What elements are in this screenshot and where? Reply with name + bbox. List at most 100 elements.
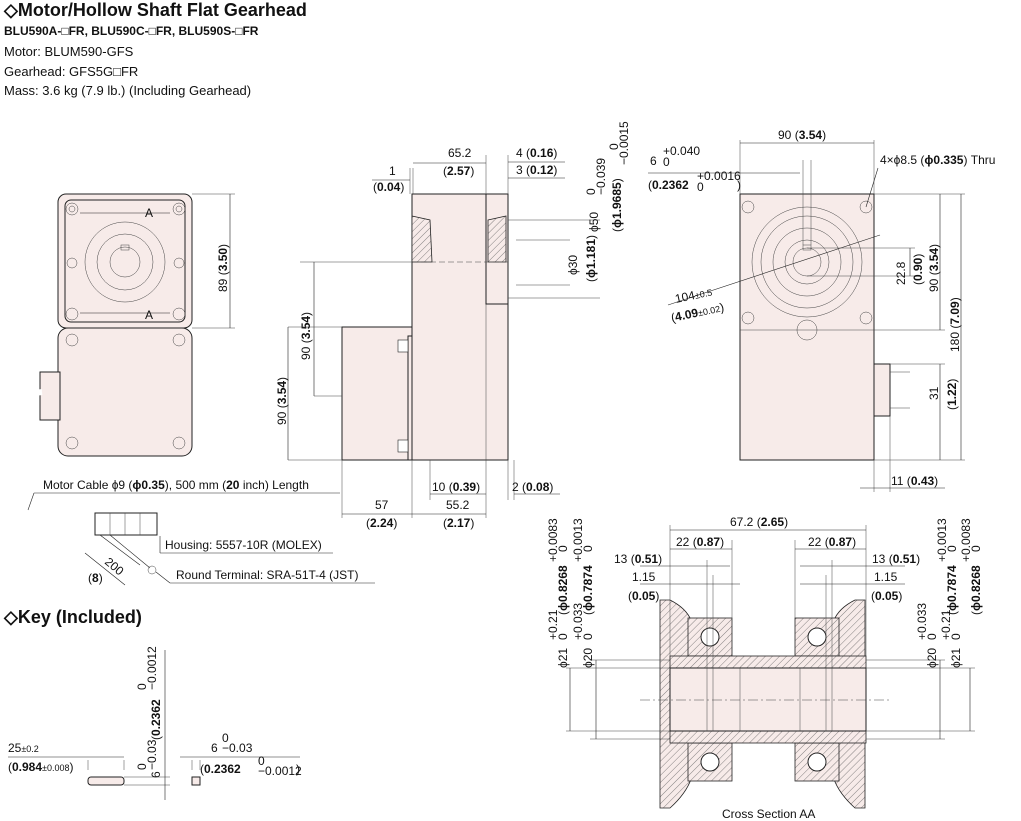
svg-text:0: 0 [697, 180, 704, 194]
key-drawing: 25±0.2 (0.984±0.008) 6 0 −0.03 (0.2362 0… [8, 646, 302, 800]
svg-text:57: 57 [375, 498, 389, 512]
side-view: 65.2 (2.57) 1 (0.04) 4 (0.16) 3 (0.12) ϕ… [27, 121, 631, 584]
svg-text:22 (0.87): 22 (0.87) [808, 535, 856, 549]
svg-text:(0.05): (0.05) [871, 589, 902, 603]
svg-text:0: 0 [222, 731, 229, 745]
svg-text:(ϕ0.7874: (ϕ0.7874 [581, 565, 595, 615]
svg-text:(2.17): (2.17) [443, 516, 474, 530]
svg-text:(2.57): (2.57) [443, 164, 474, 178]
dim-65-2: 65.2 [448, 146, 472, 160]
gearhead-spec: Gearhead: GFS5G□FR [4, 64, 139, 79]
phi50-dim: ϕ50 [587, 212, 601, 232]
svg-text:25±0.2: 25±0.2 [8, 741, 39, 755]
svg-text:90 (3.54): 90 (3.54) [275, 377, 289, 425]
svg-text:ϕ20: ϕ20 [581, 648, 595, 668]
svg-text:0: 0 [258, 754, 265, 768]
svg-text:(ϕ0.8268: (ϕ0.8268 [556, 565, 570, 615]
right-view: 90 (3.54) 6 +0.040 0 (0.2362 +0.0016 0 )… [648, 128, 995, 492]
svg-text:+0.0083: +0.0083 [959, 518, 973, 562]
svg-text:+0.0013: +0.0013 [571, 518, 585, 562]
svg-text:0: 0 [969, 545, 983, 552]
section-marker-bottom: A [145, 308, 153, 322]
page-title: ◇Motor/Hollow Shaft Flat Gearhead [4, 0, 307, 20]
holes-label: 4×ϕ8.5 (ϕ0.335) Thru [880, 153, 995, 167]
svg-text:(0.2362: (0.2362 [648, 178, 689, 192]
svg-text:+0.033: +0.033 [915, 603, 929, 640]
svg-text:67.2 (2.65): 67.2 (2.65) [730, 515, 788, 529]
svg-text:−0.0012: −0.0012 [145, 646, 159, 690]
svg-text:31: 31 [927, 386, 941, 400]
svg-text:6: 6 [149, 771, 163, 778]
svg-text:(0.04): (0.04) [373, 180, 404, 194]
svg-text:1.15: 1.15 [874, 570, 898, 584]
model-list: BLU590A-□FR, BLU590C-□FR, BLU590S-□FR [4, 24, 259, 38]
svg-text:90 (3.54): 90 (3.54) [299, 312, 313, 360]
svg-text:(ϕ0.7874: (ϕ0.7874 [945, 565, 959, 615]
cross-section-caption: Cross Section AA [722, 807, 815, 821]
svg-text:0: 0 [135, 763, 149, 770]
svg-text:−0.039: −0.039 [594, 158, 608, 195]
cross-section-aa: 67.2 (2.65) 22 (0.87) 22 (0.87) 13 (0.51… [546, 515, 983, 821]
svg-text:2 (0.08): 2 (0.08) [512, 480, 553, 494]
dim-4: 4 (0.16) [516, 146, 557, 160]
mass-spec: Mass: 3.6 kg (7.9 lb.) (Including Gearhe… [4, 83, 252, 98]
svg-text:(0.05): (0.05) [628, 589, 659, 603]
svg-text:−0.03: −0.03 [145, 739, 159, 770]
svg-text:104±0.5: 104±0.5 [674, 284, 714, 305]
svg-text:(0.984±0.008): (0.984±0.008) [8, 760, 74, 774]
svg-text:13 (0.51): 13 (0.51) [614, 552, 662, 566]
svg-text:90 (3.54): 90 (3.54) [927, 244, 941, 292]
svg-text:(0.90): (0.90) [911, 254, 925, 285]
svg-text:0: 0 [945, 545, 959, 552]
svg-text:90 (3.54): 90 (3.54) [778, 128, 826, 142]
svg-text:(ϕ1.9685): (ϕ1.9685) [610, 178, 624, 232]
svg-text:11 (0.43): 11 (0.43) [891, 474, 938, 488]
svg-text:6: 6 [650, 154, 657, 168]
svg-text:+0.21: +0.21 [546, 609, 560, 640]
svg-text:(ϕ0.8268: (ϕ0.8268 [969, 565, 983, 615]
dim-3: 3 (0.12) [516, 163, 557, 177]
svg-text:+0.040: +0.040 [663, 144, 700, 158]
svg-text:22.8: 22.8 [894, 261, 908, 285]
svg-text:0: 0 [607, 143, 621, 150]
svg-text:180 (7.09): 180 (7.09) [948, 297, 962, 352]
svg-text:(2.24): (2.24) [366, 516, 397, 530]
svg-text:−0.03: −0.03 [222, 741, 253, 755]
svg-text:10 (0.39): 10 (0.39) [432, 480, 480, 494]
svg-text:0: 0 [663, 155, 670, 169]
svg-text:ϕ20: ϕ20 [925, 648, 939, 668]
svg-text:+0.0016: +0.0016 [697, 169, 741, 183]
svg-text:55.2: 55.2 [446, 498, 470, 512]
svg-text:+0.033: +0.033 [571, 603, 585, 640]
cable-label: Motor Cable ϕ9 (ϕ0.35), 500 mm (20 inch)… [43, 478, 309, 492]
svg-text:+0.0013: +0.0013 [935, 518, 949, 562]
svg-text:(0.2362: (0.2362 [200, 762, 241, 776]
svg-text:ϕ30: ϕ30 [566, 255, 580, 275]
svg-text:(0.2362: (0.2362 [149, 699, 163, 740]
housing-label: Housing: 5557-10R (MOLEX) [165, 538, 322, 552]
front-height-dim: 89 (3.50) [216, 244, 230, 292]
svg-text:0: 0 [556, 545, 570, 552]
motor-spec: Motor: BLUM590-GFS [4, 44, 134, 59]
section-marker-top: A [145, 206, 153, 220]
svg-text:): ) [737, 178, 741, 192]
svg-text:0: 0 [556, 633, 570, 640]
svg-text:ϕ21: ϕ21 [949, 648, 963, 668]
cable-200-dim: 200 [102, 555, 127, 579]
svg-text:0: 0 [581, 545, 595, 552]
svg-text:0: 0 [949, 633, 963, 640]
svg-text:22 (0.87): 22 (0.87) [676, 535, 724, 549]
svg-text:1: 1 [389, 164, 396, 178]
svg-text:ϕ21: ϕ21 [556, 648, 570, 668]
svg-text:6: 6 [211, 741, 218, 755]
svg-text:+0.0083: +0.0083 [546, 518, 560, 562]
terminal-label: Round Terminal: SRA-51T-4 (JST) [176, 568, 359, 582]
cable-200-in-dim: (8) [88, 571, 103, 585]
svg-text:−0.0012: −0.0012 [258, 764, 302, 778]
svg-text:1.15: 1.15 [632, 570, 656, 584]
svg-text:0: 0 [135, 683, 149, 690]
key-section-title: ◇Key (Included) [4, 607, 142, 627]
svg-text:(1.22): (1.22) [945, 379, 959, 410]
front-view: A A 89 (3.50) 200 (8) [1, 193, 235, 586]
